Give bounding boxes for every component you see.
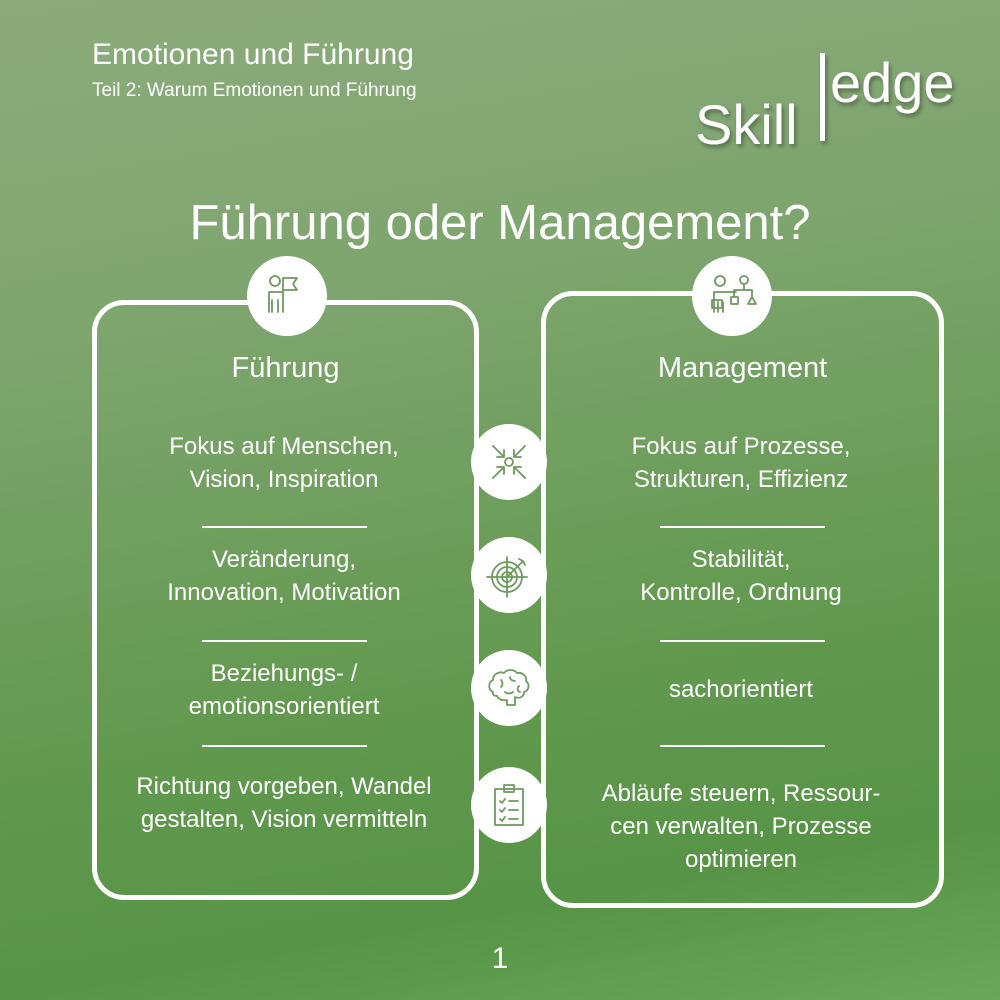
divider bbox=[660, 640, 825, 642]
target-icon bbox=[471, 537, 547, 613]
divider bbox=[202, 526, 367, 528]
right-item-4: Abläufe steuern, Ressour-cen verwalten, … bbox=[601, 780, 881, 873]
right-item-3: sachorientiert bbox=[668, 676, 814, 703]
clipboard-checklist-icon bbox=[471, 767, 547, 843]
skilledge-logo: Skill edge bbox=[695, 50, 975, 156]
leader-flag-icon bbox=[247, 256, 327, 336]
series-title: Emotionen und Führung bbox=[92, 38, 414, 71]
left-item-2: Veränderung,Innovation, Motivation bbox=[167, 546, 401, 606]
management-heading: Management bbox=[657, 352, 828, 384]
manager-org-icon bbox=[692, 256, 772, 336]
right-item-1: Fokus auf Prozesse,Strukturen, Effizienz bbox=[631, 433, 851, 493]
fuehrung-heading: Führung bbox=[231, 352, 340, 384]
left-item-3: Beziehungs- /emotionsorientiert bbox=[188, 660, 380, 720]
divider bbox=[660, 526, 825, 528]
divider bbox=[202, 640, 367, 642]
left-item-1: Fokus auf Menschen,Vision, Inspiration bbox=[169, 433, 399, 493]
divider bbox=[202, 745, 367, 747]
right-item-2: Stabilität,Kontrolle, Ordnung bbox=[640, 546, 842, 606]
page-title: Führung oder Management? bbox=[189, 196, 811, 250]
series-subtitle: Teil 2: Warum Emotionen und Führung bbox=[92, 80, 417, 101]
divider bbox=[660, 745, 825, 747]
brain-icon bbox=[471, 650, 547, 726]
page-number: 1 bbox=[491, 942, 509, 975]
logo-text-right: edge bbox=[830, 51, 955, 114]
logo-divider bbox=[820, 53, 825, 141]
logo-text-left: Skill bbox=[695, 93, 798, 156]
focus-arrows-icon bbox=[471, 424, 547, 500]
